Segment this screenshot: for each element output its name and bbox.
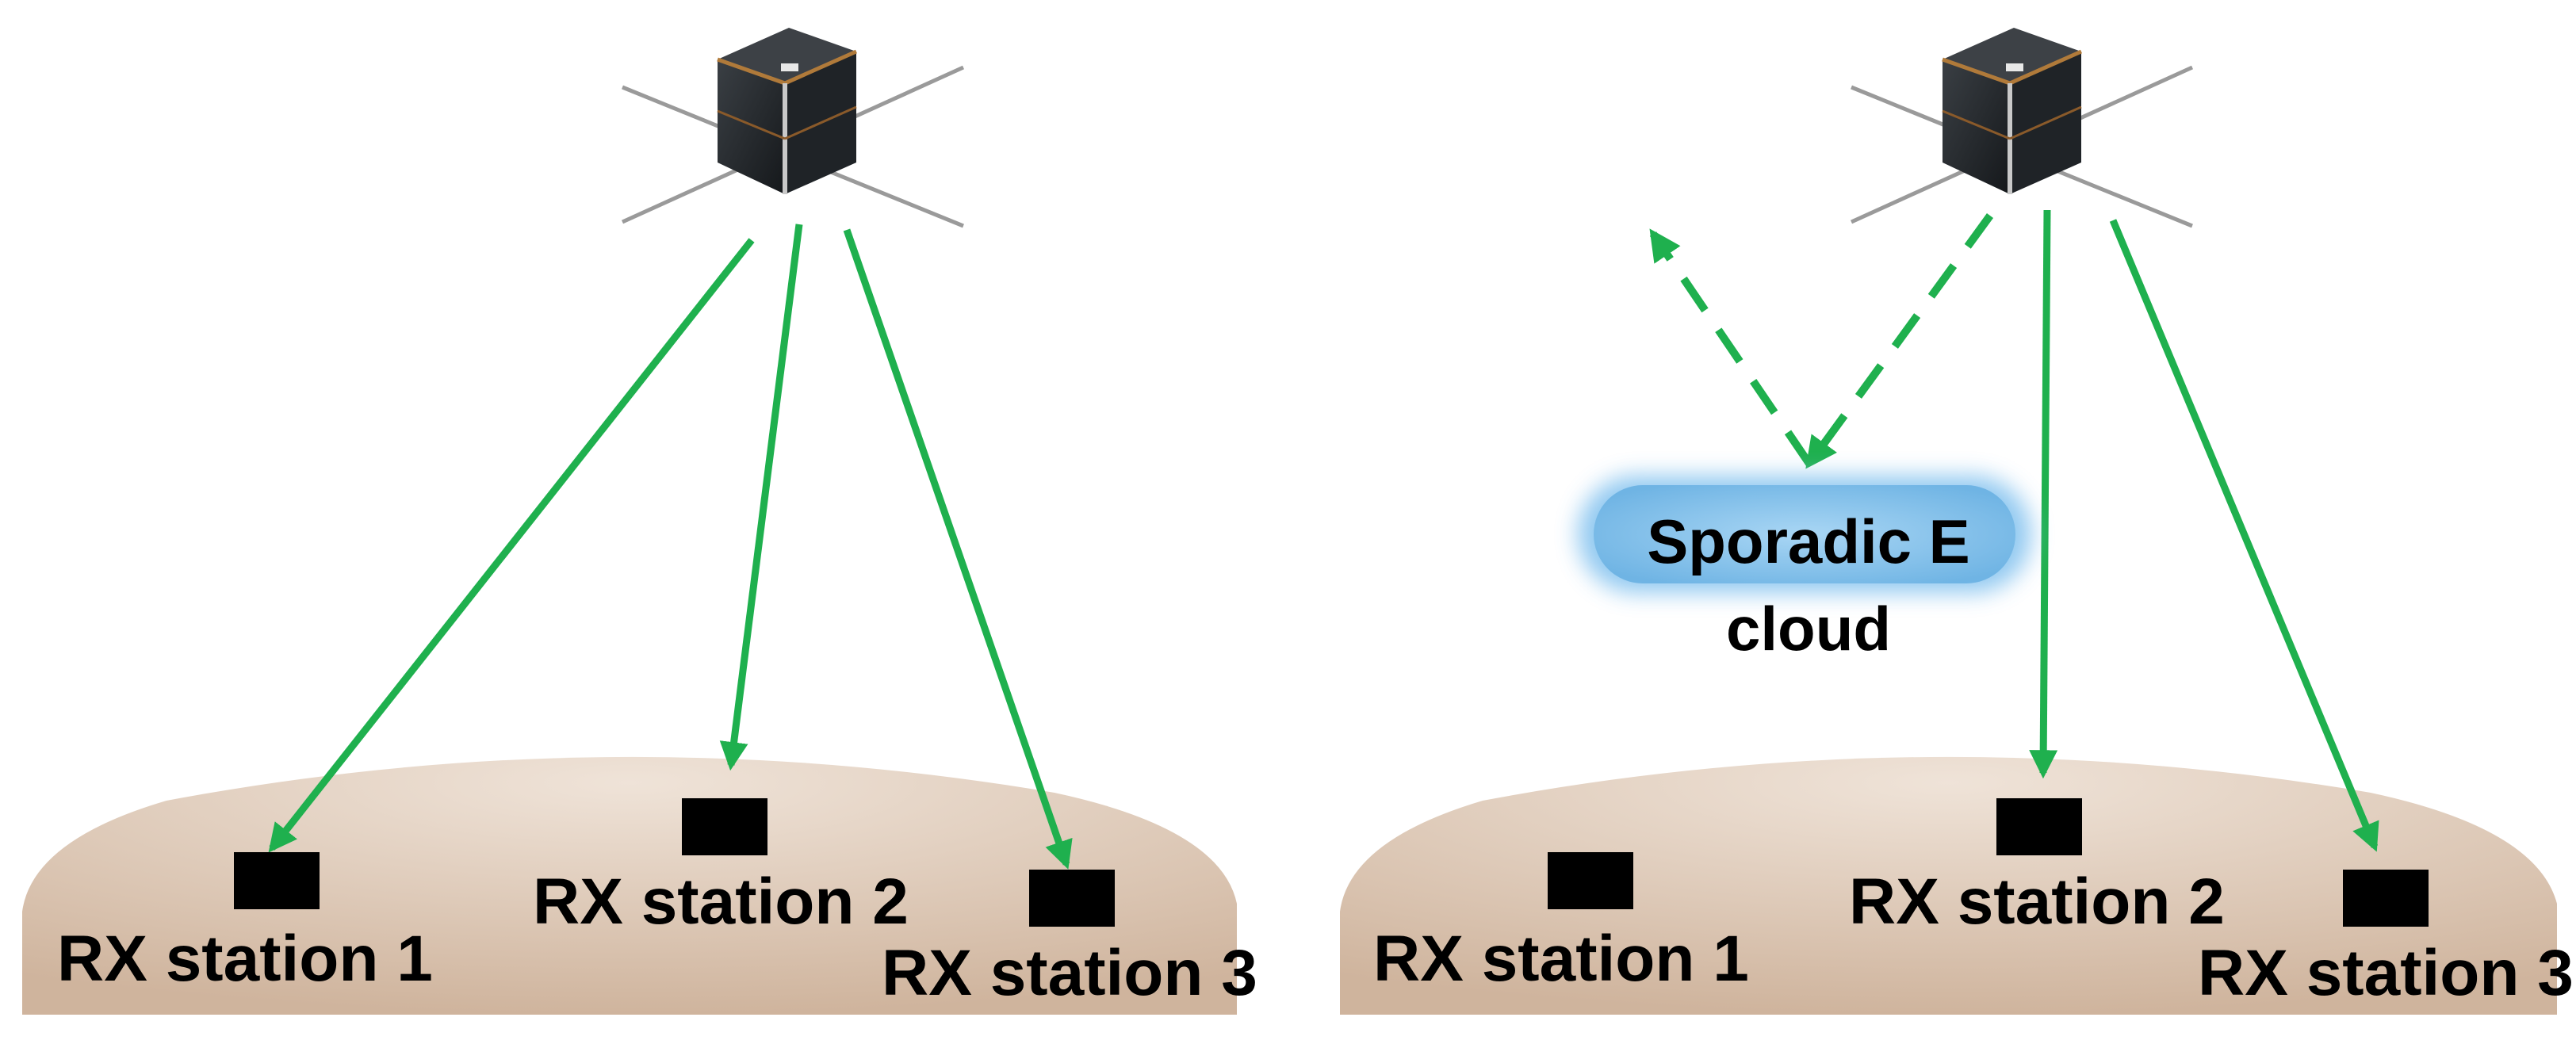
signal-arrow-4 [2029,209,2058,779]
sporadic-e-cloud: Sporadic E cloud [1578,476,2031,663]
rx-station-2-label-right: RX station 2 [1849,866,2225,938]
rx-station-3-marker [1029,870,1115,927]
signal-arrow-1 [268,238,755,853]
ground-left [22,756,1237,1015]
rx-station-1-marker-right [1548,852,1633,909]
rx-station-1-label-right: RX station 1 [1373,923,1749,995]
signal-dashed-up [1649,228,1813,466]
rx-station-3-label: RX station 3 [882,937,1257,1009]
right-panel: Sporadic E cloud RX station 1 RX station… [1340,28,2574,1015]
ground-right [1340,756,2557,1015]
rx-station-2-marker [682,798,767,855]
rx-station-2-marker-right [1996,798,2082,855]
cloud-label-line1: Sporadic E [1647,507,1969,576]
signal-arrow-5 [2109,219,2379,852]
cloud-label-line2: cloud [1726,594,1891,663]
rx-station-3-label-right: RX station 3 [2198,937,2574,1009]
rx-station-2-label: RX station 2 [533,866,909,938]
signal-arrow-3 [843,228,1073,870]
rx-station-3-marker-right [2343,870,2429,927]
signal-arrow-2 [719,224,803,771]
rx-station-1-label: RX station 1 [57,923,433,995]
cubesat-right [1850,28,2194,228]
rx-station-1-marker [234,852,320,909]
left-panel: RX station 1 RX station 2 RX station 3 [22,28,1257,1015]
signal-dashed-down [1805,213,1994,469]
cubesat-left [621,28,965,228]
